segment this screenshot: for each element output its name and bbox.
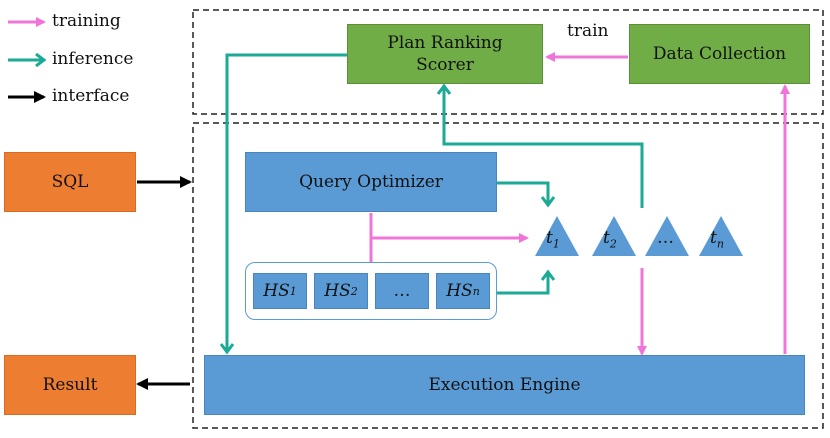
legend-inference-label: inference	[52, 49, 134, 69]
legend-interface-label: interface	[52, 86, 130, 106]
plans-to-scorer-arrow	[444, 86, 644, 208]
plan-ellipsis: …	[657, 228, 674, 248]
result-label: Result	[42, 375, 98, 395]
scorer-label-line1: Plan Ranking	[387, 33, 503, 53]
plan-ranking-scorer-box: Plan Ranking Scorer	[347, 24, 543, 84]
plan-label-base: t	[603, 228, 610, 248]
data-collection-box: Data Collection	[629, 24, 810, 84]
query-optimizer-label: Query Optimizer	[299, 172, 443, 192]
sql-label: SQL	[51, 172, 89, 192]
plan-label: t1	[546, 228, 560, 250]
query-optimizer-box: Query Optimizer	[245, 152, 497, 212]
hint-set-subscript: 2	[350, 284, 358, 298]
hint-set-label: HS	[263, 281, 290, 301]
sql-box: SQL	[4, 152, 136, 212]
hint-set-label: HS	[446, 281, 473, 301]
plan-label-base: t	[546, 228, 553, 248]
hints-to-plans-arrow	[497, 272, 548, 295]
plan-label-subscript: 2	[609, 237, 617, 251]
hint-set-label: HS	[324, 281, 351, 301]
hint-set-subscript: 1	[289, 284, 297, 298]
execution-engine-box: Execution Engine	[204, 355, 805, 415]
bottom-dashed-frame	[192, 122, 824, 429]
train-label: train	[567, 21, 609, 41]
scorer-to-engine-arrow	[227, 53, 347, 352]
legend-training-label: training	[52, 11, 121, 31]
plan-label-subscript: n	[716, 237, 724, 251]
plan-triangle	[592, 216, 636, 256]
plan-triangle	[535, 216, 579, 256]
plan-label-subscript: 1	[552, 237, 560, 251]
execution-engine-label: Execution Engine	[428, 375, 581, 395]
plan-triangles	[535, 216, 743, 256]
plan-label-base: t	[710, 228, 717, 248]
hint-set-ellipsis-box: …	[375, 273, 429, 309]
result-box: Result	[4, 355, 136, 415]
plan-label: tn	[710, 228, 724, 250]
scorer-label-line2: Scorer	[416, 55, 474, 75]
optimizer-to-plans-arrow	[497, 181, 548, 205]
hint-set-ellipsis: …	[393, 281, 411, 301]
data-collection-label: Data Collection	[652, 44, 787, 64]
plan-ellipsis-text: …	[657, 228, 674, 248]
plan-triangle	[645, 216, 689, 256]
plan-label: t2	[603, 228, 617, 250]
top-dashed-frame	[192, 9, 824, 115]
plan-triangle	[699, 216, 743, 256]
hint-set-subscript: n	[472, 284, 480, 298]
